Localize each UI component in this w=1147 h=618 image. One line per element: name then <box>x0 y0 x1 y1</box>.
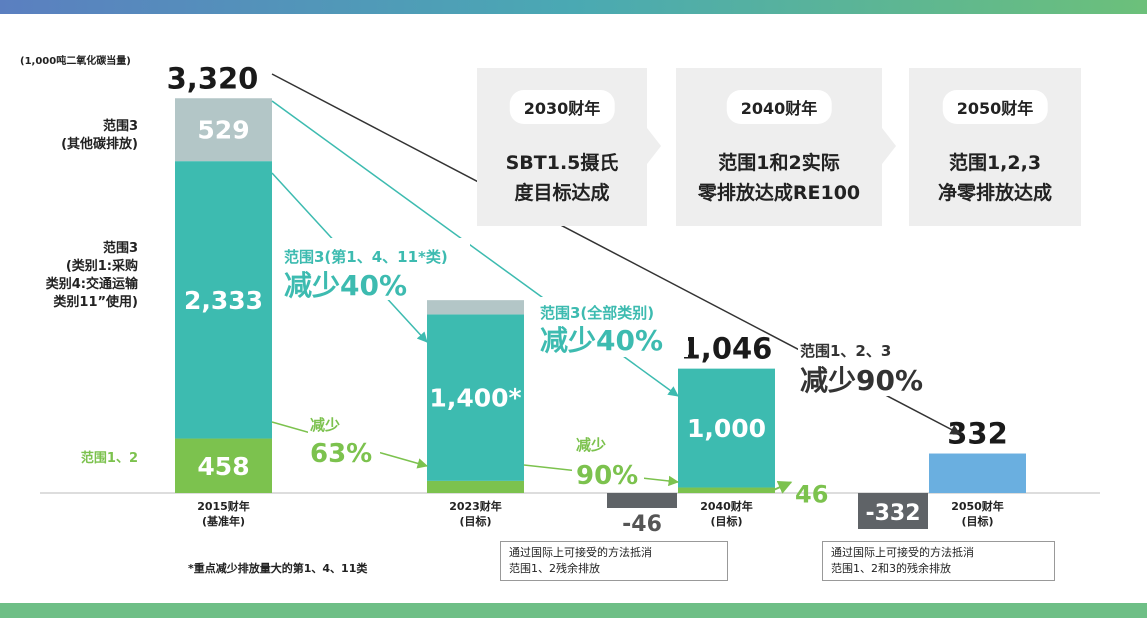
offset-note-line1: 通过国际上可接受的方法抵消 <box>509 546 652 559</box>
footnote: *重点减少排放量大的第1、4、11类 <box>188 561 368 575</box>
annotation-scope123-line2: 减少90% <box>800 364 923 397</box>
annotation-scope3-all-bg <box>538 297 688 357</box>
bar-value-label: 529 <box>197 116 249 145</box>
annotation-scope12-63-line1: 减少 <box>310 416 340 434</box>
annotation-scope3-cat-line1: 范围3(第1、4、11*类) <box>284 248 448 266</box>
annotation-scope3-all-line2: 减少40% <box>540 324 663 357</box>
x-tick-sublabel: (基准年) <box>202 514 245 528</box>
milestone-goal: 范围1,2,3 净零排放达成 <box>909 148 1081 208</box>
x-tick-sublabel: (目标) <box>459 514 491 528</box>
offset-note-line2: 范围1、2和3的残余排放 <box>831 562 951 575</box>
milestone-year: 2040财年 <box>726 90 832 124</box>
offset-value-label: -332 <box>865 501 920 526</box>
top-gradient-bar <box>0 0 1147 14</box>
legend-scope3-cat-sub3: 类别11”使用) <box>53 294 138 310</box>
milestone-goal-line1: 范围1和2实际 <box>718 152 840 174</box>
bar-scope3_cat-2 <box>678 368 775 488</box>
offset-value-label: -46 <box>622 512 662 537</box>
bar-total-label: 3,320 <box>167 61 259 95</box>
annotation-scope3-cat-line2: 减少40% <box>284 269 407 302</box>
offset-bar <box>858 493 928 529</box>
bar-value-label: 458 <box>197 452 249 481</box>
bar-scope3_other-1 <box>427 300 524 315</box>
annotation-scope123-bg <box>798 334 933 396</box>
annotation-scope12-90-line1: 减少 <box>576 436 606 454</box>
bar-scope3_cat-0 <box>175 161 272 439</box>
bar-scope3_cat-1 <box>427 314 524 481</box>
legend-scope3-other-sub: (其他碳排放) <box>61 136 138 152</box>
bottom-green-bar <box>0 603 1147 618</box>
offset-note-2050: 通过国际上可接受的方法抵消 范围1、2和3的残余排放 <box>822 541 1055 581</box>
annotation-scope3-all-line1: 范围3(全部类别) <box>540 304 654 322</box>
milestone-goal-line1: SBT1.5摄氏 <box>505 152 619 174</box>
annotation-scope12-90-bg <box>572 428 644 488</box>
x-tick-sublabel: (目标) <box>961 514 993 528</box>
offset-bar <box>607 493 677 508</box>
offset-note-2040: 通过国际上可接受的方法抵消 范围1、2残余排放 <box>500 541 728 581</box>
milestone-year: 2050财年 <box>942 90 1048 124</box>
milestone-arrow-1 <box>647 128 661 164</box>
annotation-scope123-line1: 范围1、2、3 <box>800 342 891 360</box>
unit-label: (1,000吨二氧化碳当量) <box>20 54 131 67</box>
milestone-arrow-2 <box>882 128 896 164</box>
bar-scope12-2 <box>678 487 775 493</box>
x-tick-label: 2023财年 <box>449 499 502 513</box>
x-tick-sublabel: (目标) <box>710 514 742 528</box>
legend-scope3-cat-sub1: (类别1:采购 <box>66 258 138 274</box>
legend-scope12: 范围1、2 <box>81 450 138 466</box>
x-tick-label: 2050财年 <box>951 499 1004 513</box>
offset-note-line2: 范围1、2残余排放 <box>509 562 600 575</box>
milestone-2040: 2040财年 范围1和2实际 零排放达成RE100 <box>676 68 882 226</box>
bar-total-label: 332 <box>947 417 1008 451</box>
bar-value-label: 1,400* <box>429 384 521 413</box>
legend-scope3-cat-sub2: 类别4:交通运输 <box>46 276 139 292</box>
milestone-year: 2030财年 <box>509 90 615 124</box>
annotation-scope12-90-line2: 90% <box>576 461 638 491</box>
legend-scope3-cat: 范围3 <box>103 240 138 256</box>
annotation-scope3-cat-bg <box>280 238 470 300</box>
bar-scope12-0 <box>175 438 272 493</box>
bar-value-label: 1,000 <box>687 414 766 443</box>
annotation-scope12-63-line2: 63% <box>310 439 372 469</box>
x-tick-label: 2015财年 <box>197 499 250 513</box>
bar-scope12-1 <box>427 480 524 493</box>
bar-scope3_all-3 <box>929 453 1026 493</box>
milestone-2030: 2030财年 SBT1.5摄氏 度目标达成 <box>477 68 647 226</box>
milestone-2050: 2050财年 范围1,2,3 净零排放达成 <box>909 68 1081 226</box>
milestone-goal-line2: 度目标达成 <box>514 182 610 204</box>
bar-scope3_other-0 <box>175 98 272 162</box>
annotation-scope12-63-bg <box>308 408 380 468</box>
offset-note-line1: 通过国际上可接受的方法抵消 <box>831 546 974 559</box>
milestone-goal-line2: 净零排放达成 <box>937 182 1052 204</box>
legend-scope3-other: 范围3 <box>103 118 138 134</box>
milestone-goal: SBT1.5摄氏 度目标达成 <box>477 148 647 208</box>
milestone-goal-line2: 零排放达成RE100 <box>697 182 861 204</box>
milestone-goal: 范围1和2实际 零排放达成RE100 <box>676 148 882 208</box>
bar-total-label: 1,046 <box>681 332 773 366</box>
milestone-goal-line1: 范围1,2,3 <box>948 152 1042 174</box>
scope12-residual-label: 46 <box>795 481 828 509</box>
scope12-residual-arrow <box>772 480 793 494</box>
bar-value-label: 2,333 <box>184 286 263 315</box>
x-tick-label: 2040财年 <box>700 499 753 513</box>
